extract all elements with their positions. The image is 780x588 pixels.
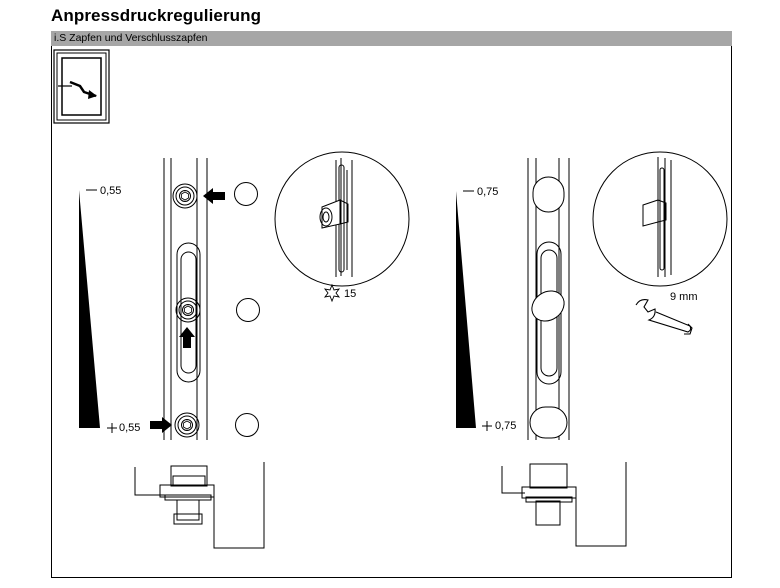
- wrench-icon: [635, 299, 693, 335]
- wrench-size-label: 9 mm: [670, 291, 698, 303]
- detail-view-right: [592, 151, 728, 287]
- scale-bottom-right-label: 0,75: [495, 420, 517, 432]
- window-adjust-icon: [53, 49, 110, 124]
- section-header: i.S Zapfen und Verschlusszapfen: [51, 31, 732, 46]
- arrow-right-icon: [150, 417, 172, 433]
- cam-bottom-left: [174, 412, 200, 438]
- arrow-left-icon: [203, 188, 225, 204]
- scale-bottom-left-label: 0,55: [119, 422, 141, 434]
- pressure-wedge-left: [79, 189, 117, 433]
- scale-top-left-label: 0,55: [100, 185, 122, 197]
- oval-cam-bottom-right: [529, 406, 568, 439]
- keeper-hole-bottom-left: [235, 413, 259, 437]
- page-title: Anpressdruckregulierung: [51, 6, 262, 25]
- keeper-hole-mid-left: [236, 298, 260, 322]
- content-frame: [51, 46, 732, 578]
- profile-rail-left: [163, 158, 208, 440]
- oval-cam-top-right: [532, 176, 565, 213]
- cam-mid-left: [175, 297, 201, 323]
- oval-cam-mid-right: [531, 290, 565, 322]
- pressure-wedge-right: [456, 190, 492, 431]
- frame-profile-left: [134, 462, 265, 549]
- arrow-up-icon: [179, 327, 195, 348]
- cam-top-left: [172, 183, 198, 209]
- frame-profile-right: [501, 462, 627, 547]
- detail-view-left: [274, 151, 410, 287]
- torx-size-label: 15: [344, 288, 357, 300]
- torx-icon: [323, 283, 341, 303]
- section-subtitle: i.S Zapfen und Verschlusszapfen: [54, 32, 208, 44]
- scale-top-right-label: 0,75: [477, 186, 499, 198]
- keeper-hole-top-left: [234, 182, 258, 206]
